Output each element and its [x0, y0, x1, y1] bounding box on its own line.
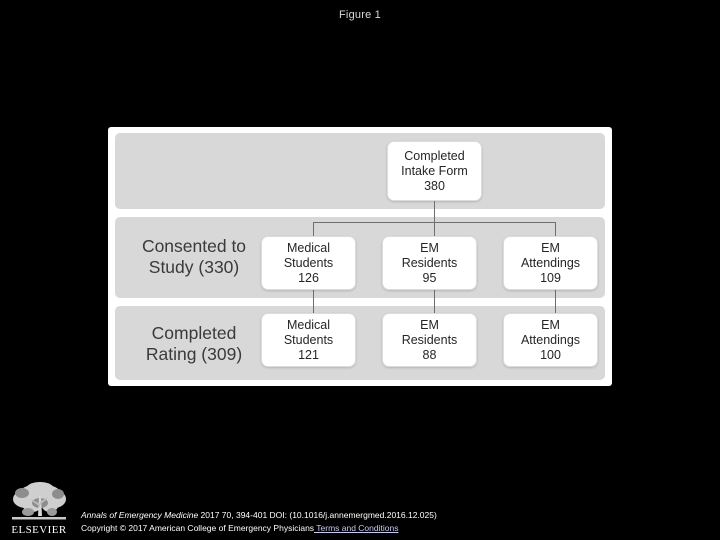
footer-line-copyright: Copyright © 2017 American College of Eme…	[81, 522, 437, 535]
node-line2: Residents	[401, 255, 458, 270]
node-consented-em-residents: EM Residents 95	[382, 236, 477, 290]
node-line1: Medical	[286, 317, 331, 332]
row-label-completed-rating: Completed Rating (309)	[120, 323, 268, 365]
node-line2: Intake Form	[401, 163, 468, 178]
node-line2: Attendings	[520, 332, 581, 347]
connector-drop-em-attendings	[555, 222, 556, 236]
connector-drop-medical-students	[313, 222, 314, 236]
node-line1: EM	[541, 240, 560, 255]
connector-vertical-trunk	[434, 201, 435, 223]
node-value: 380	[424, 178, 445, 193]
row-label-line2: Study (330)	[148, 257, 240, 277]
node-line1: EM	[420, 240, 439, 255]
node-rating-em-residents: EM Residents 88	[382, 313, 477, 367]
node-line1: Medical	[286, 240, 331, 255]
row-label-line1: Consented to	[141, 236, 247, 256]
citation-detail: 2017 70, 394-401 DOI: (10.1016/j.annemer…	[198, 510, 437, 520]
connector-drop-em-residents	[434, 222, 435, 236]
band-intake-row	[115, 133, 605, 209]
node-line1: Completed	[404, 148, 465, 163]
journal-name: Annals of Emergency Medicine	[81, 510, 199, 520]
node-value: 100	[540, 347, 561, 362]
node-rating-medical-students: Medical Students 121	[261, 313, 356, 367]
node-line2: Students	[283, 255, 334, 270]
figure-panel: Completed Intake Form 380 Consented to S…	[108, 127, 612, 386]
connector-medical-students-to-rating	[313, 288, 314, 313]
page-title: Figure 1	[339, 9, 381, 21]
elsevier-logo: ELSEVIER	[8, 482, 70, 536]
node-line1: EM	[420, 317, 439, 332]
node-consented-em-attendings: EM Attendings 109	[503, 236, 598, 290]
terms-and-conditions-link[interactable]: Terms and Conditions	[314, 522, 399, 533]
elsevier-wordmark: ELSEVIER	[11, 524, 67, 536]
node-line1: EM	[541, 317, 560, 332]
node-line2: Attendings	[520, 255, 581, 270]
connector-em-residents-to-rating	[434, 288, 435, 313]
row-label-line1: Completed	[151, 323, 237, 343]
elsevier-tree-icon	[10, 482, 68, 524]
copyright-text: Copyright © 2017 American College of Eme…	[81, 522, 315, 533]
connector-em-attendings-to-rating	[555, 288, 556, 313]
node-value: 109	[540, 270, 561, 285]
node-value: 126	[298, 270, 319, 285]
node-value: 121	[298, 347, 319, 362]
node-line2: Students	[283, 332, 334, 347]
row-label-consented: Consented to Study (330)	[120, 236, 268, 278]
node-completed-intake-form: Completed Intake Form 380	[387, 141, 482, 201]
node-consented-medical-students: Medical Students 126	[261, 236, 356, 290]
node-rating-em-attendings: EM Attendings 100	[503, 313, 598, 367]
node-value: 95	[422, 270, 437, 285]
node-line2: Residents	[401, 332, 458, 347]
row-label-line2: Rating (309)	[145, 344, 243, 364]
node-value: 88	[422, 347, 437, 362]
footer-citation: Annals of Emergency Medicine 2017 70, 39…	[81, 509, 437, 534]
footer-line-citation: Annals of Emergency Medicine 2017 70, 39…	[81, 509, 437, 522]
